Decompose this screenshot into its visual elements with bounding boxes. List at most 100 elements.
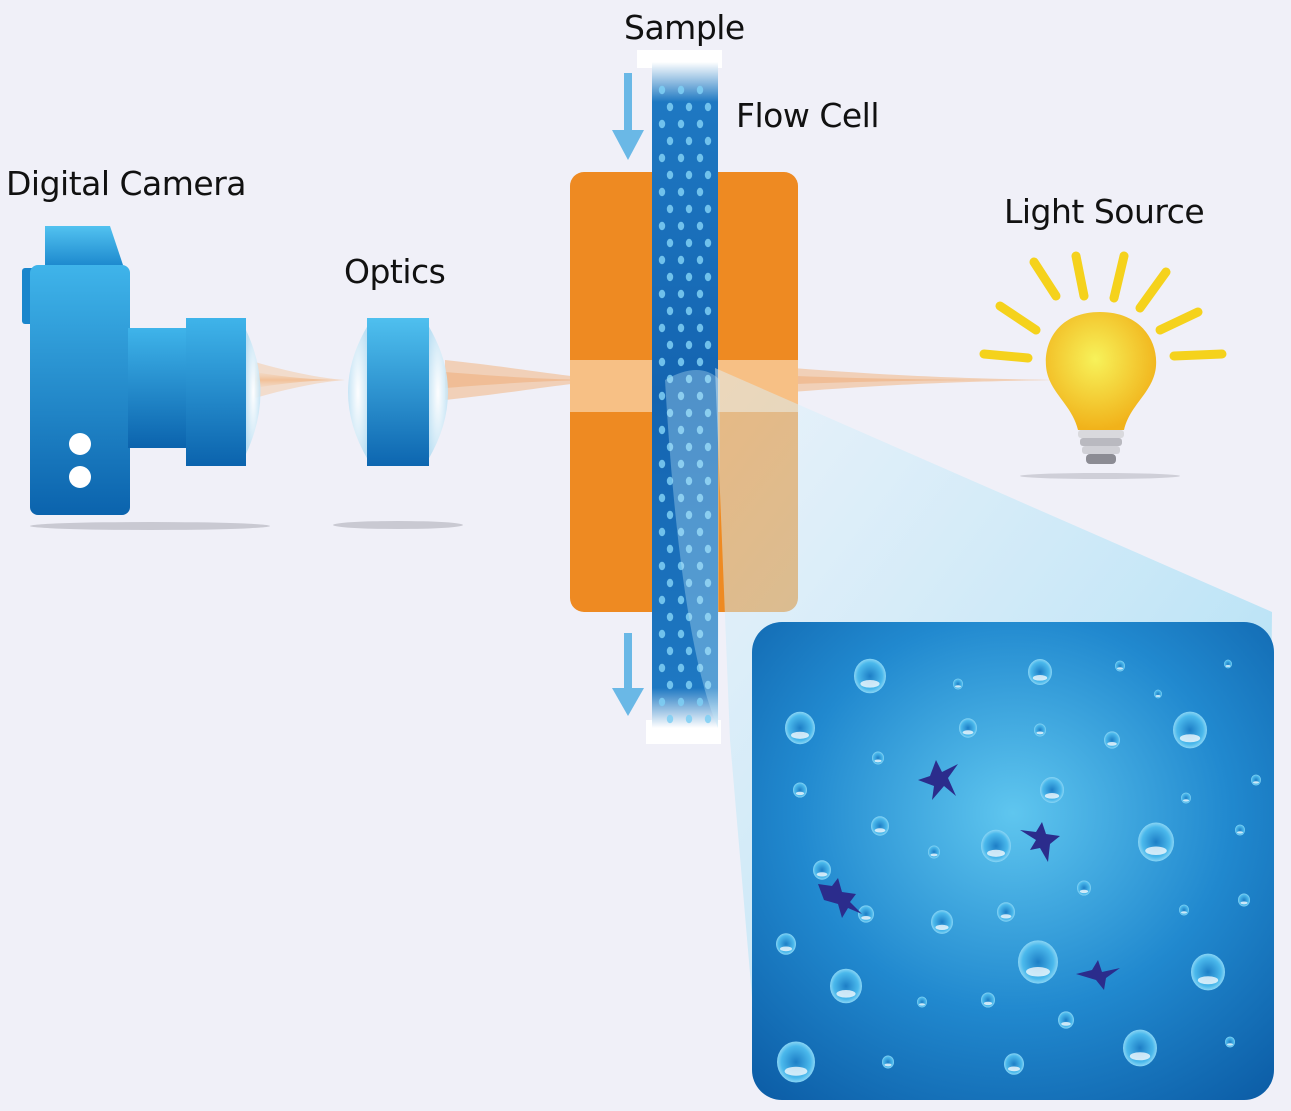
channel-droplet [696, 459, 704, 469]
channel-droplet [677, 323, 685, 333]
droplet [997, 902, 1015, 922]
channel-droplet [666, 680, 674, 690]
channel-droplet [685, 612, 693, 622]
droplet [1034, 723, 1046, 737]
droplet [1173, 711, 1207, 749]
channel-droplet [685, 646, 693, 656]
channel-droplet [685, 102, 693, 112]
channel-droplet [704, 238, 712, 248]
channel-droplet [696, 561, 704, 571]
channel-droplet [696, 629, 704, 639]
channel-droplet [696, 255, 704, 265]
light-source-label: Light Source [1004, 192, 1205, 231]
channel-droplet [696, 493, 704, 503]
channel-droplet [685, 442, 693, 452]
channel-droplet [685, 544, 693, 554]
camera-icon [22, 226, 261, 515]
droplet [777, 1041, 815, 1083]
channel-droplet [677, 119, 685, 129]
channel-droplet [677, 187, 685, 197]
channel-droplet [685, 340, 693, 350]
channel-droplet [696, 323, 704, 333]
channel-droplet [677, 425, 685, 435]
channel-droplet [704, 442, 712, 452]
channel-droplet [704, 272, 712, 282]
optics-shadow [333, 521, 463, 529]
channel-droplet [704, 510, 712, 520]
channel-droplet [704, 102, 712, 112]
channel-droplet [704, 170, 712, 180]
channel-droplet [685, 476, 693, 486]
droplet [813, 860, 831, 880]
camera-shadow [30, 522, 270, 530]
digital-camera-label: Digital Camera [6, 164, 247, 203]
channel-droplet [704, 680, 712, 690]
bulb-shadow [1020, 473, 1180, 479]
channel-droplet [696, 391, 704, 401]
channel-droplet [704, 578, 712, 588]
channel-droplet [685, 408, 693, 418]
channel-droplet [658, 255, 666, 265]
channel-droplet [666, 612, 674, 622]
channel-droplet [696, 221, 704, 231]
channel-droplet [666, 170, 674, 180]
channel-droplet [677, 595, 685, 605]
channel-droplet [696, 289, 704, 299]
channel-droplet [696, 119, 704, 129]
channel-droplet [704, 136, 712, 146]
channel-droplet [658, 459, 666, 469]
channel-droplet [677, 663, 685, 673]
droplet [981, 829, 1011, 863]
particle-icon [1076, 960, 1120, 990]
channel-droplet [704, 306, 712, 316]
channel-droplet [658, 595, 666, 605]
droplet [1138, 822, 1174, 862]
droplet [1104, 731, 1120, 749]
droplet [1191, 953, 1225, 991]
channel-droplet [696, 85, 704, 95]
droplet [1123, 1029, 1157, 1067]
droplet [981, 992, 995, 1008]
droplet [1028, 659, 1052, 685]
channel-droplet [677, 357, 685, 367]
droplet [917, 996, 927, 1008]
droplet [1179, 904, 1189, 916]
lens-icon [348, 318, 448, 466]
sample-label: Sample [624, 8, 745, 47]
channel-droplet [677, 493, 685, 503]
channel-droplet [704, 544, 712, 554]
channel-droplet [666, 272, 674, 282]
channel-droplet [696, 697, 704, 707]
droplet [928, 845, 940, 859]
channel-droplet [658, 561, 666, 571]
channel-droplet [677, 153, 685, 163]
channel-droplet [666, 544, 674, 554]
channel-droplet [677, 85, 685, 95]
channel-droplet [658, 289, 666, 299]
channel-droplet [704, 408, 712, 418]
droplet [1115, 660, 1125, 672]
channel-droplet [704, 646, 712, 656]
channel-droplet [658, 663, 666, 673]
channel-droplet [666, 340, 674, 350]
channel-droplet [658, 153, 666, 163]
droplet [858, 905, 874, 923]
channel-droplet [677, 459, 685, 469]
channel-droplet [658, 527, 666, 537]
channel-droplet [685, 204, 693, 214]
droplet [872, 751, 884, 765]
droplet [882, 1055, 894, 1069]
droplet [854, 658, 886, 694]
channel-droplet [658, 85, 666, 95]
channel-droplet [685, 136, 693, 146]
channel-droplet [696, 187, 704, 197]
channel-droplet [685, 238, 693, 248]
channel-droplet [677, 221, 685, 231]
channel-droplet [696, 663, 704, 673]
droplet [1235, 824, 1245, 836]
droplet [1251, 774, 1261, 786]
droplet [1018, 940, 1058, 984]
channel-droplet [677, 527, 685, 537]
channel-droplet [658, 119, 666, 129]
